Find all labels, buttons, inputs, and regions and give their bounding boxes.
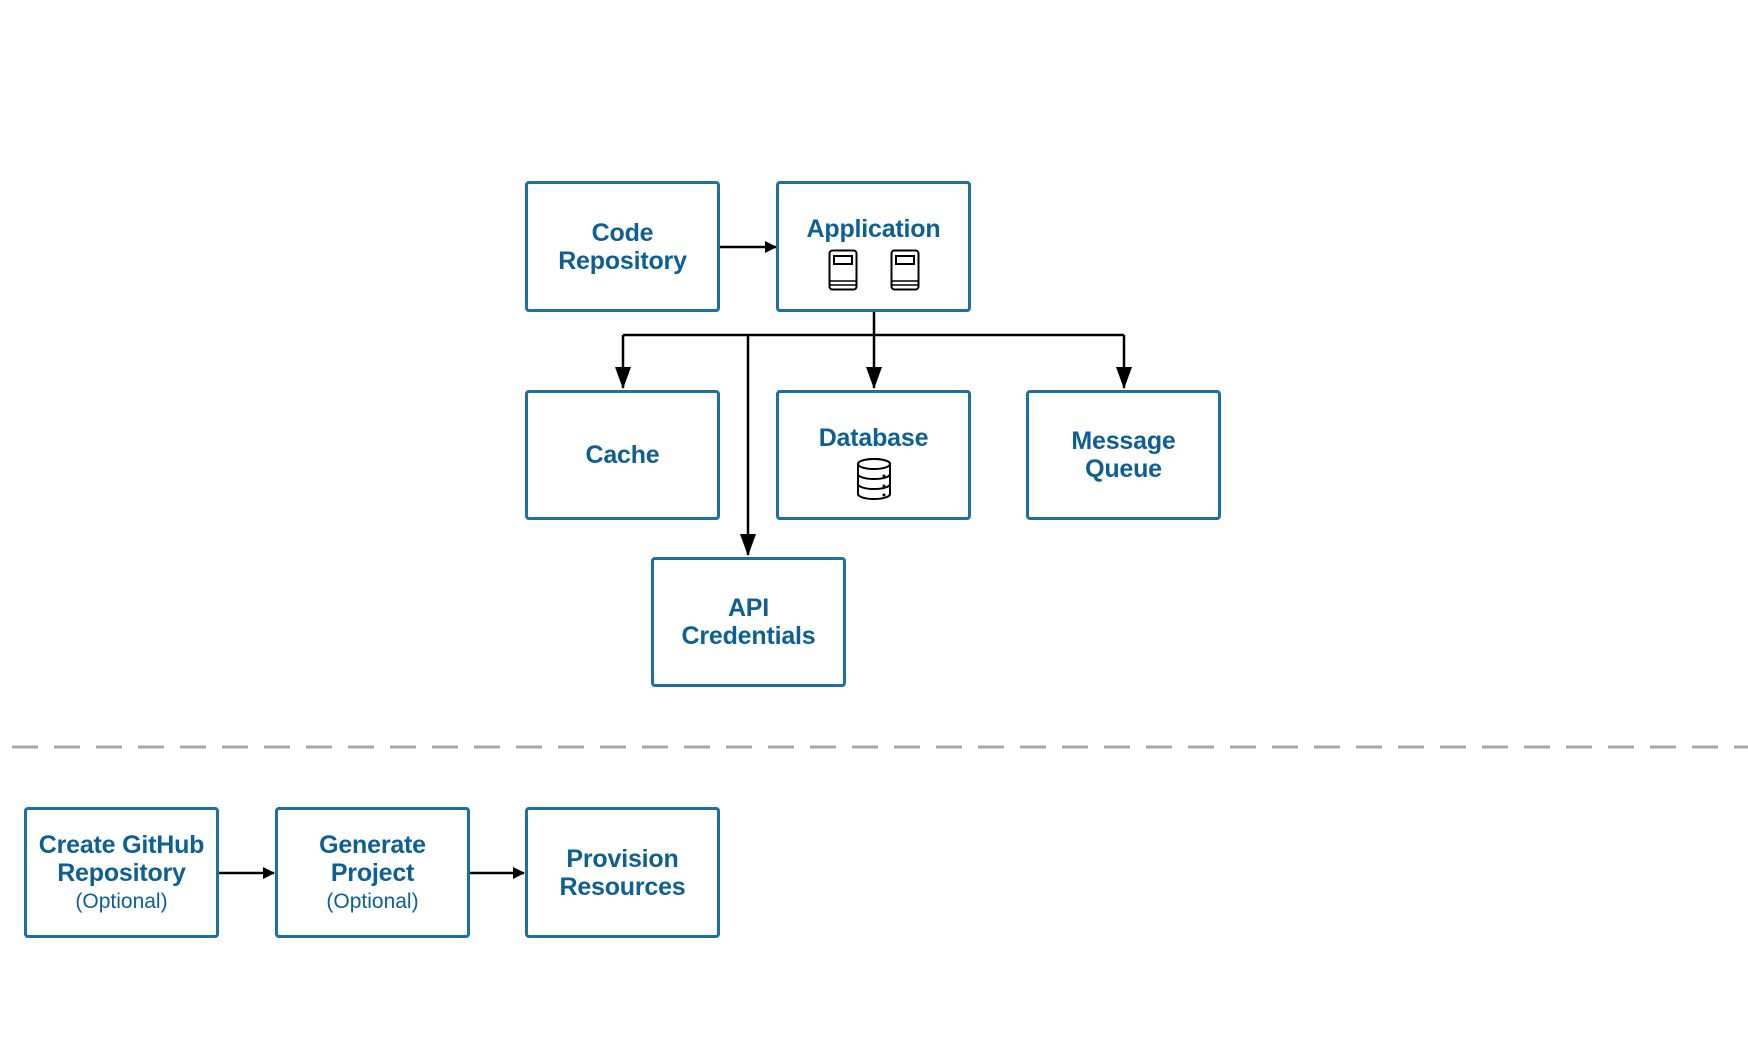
node-create-github-repository-optional: (Optional) <box>75 889 168 913</box>
node-generate-project-label: Generate Project <box>319 830 426 887</box>
node-generate-project-optional: (Optional) <box>326 889 419 913</box>
node-generate-project: Generate Project (Optional) <box>275 807 470 938</box>
database-icon <box>856 458 892 500</box>
node-database: Database <box>776 390 971 520</box>
application-icons <box>828 249 920 291</box>
node-create-github-repository: Create GitHub Repository (Optional) <box>24 807 219 938</box>
node-api-credentials: API Credentials <box>651 557 846 687</box>
node-message-queue-label: Message Queue <box>1071 427 1176 483</box>
node-cache-label: Cache <box>585 441 660 469</box>
node-api-credentials-label: API Credentials <box>681 594 816 650</box>
node-cache: Cache <box>525 390 720 520</box>
node-provision-resources-label: Provision Resources <box>559 844 686 901</box>
server-icon <box>890 249 920 291</box>
node-application-label: Application <box>806 214 941 243</box>
server-icon <box>828 249 858 291</box>
node-message-queue: Message Queue <box>1026 390 1221 520</box>
node-code-repository: Code Repository <box>525 181 720 312</box>
node-application: Application <box>776 181 971 312</box>
node-provision-resources: Provision Resources <box>525 807 720 938</box>
node-database-label: Database <box>818 424 929 452</box>
node-create-github-repository-label: Create GitHub Repository <box>38 830 205 887</box>
node-code-repository-label: Code Repository <box>558 218 687 275</box>
